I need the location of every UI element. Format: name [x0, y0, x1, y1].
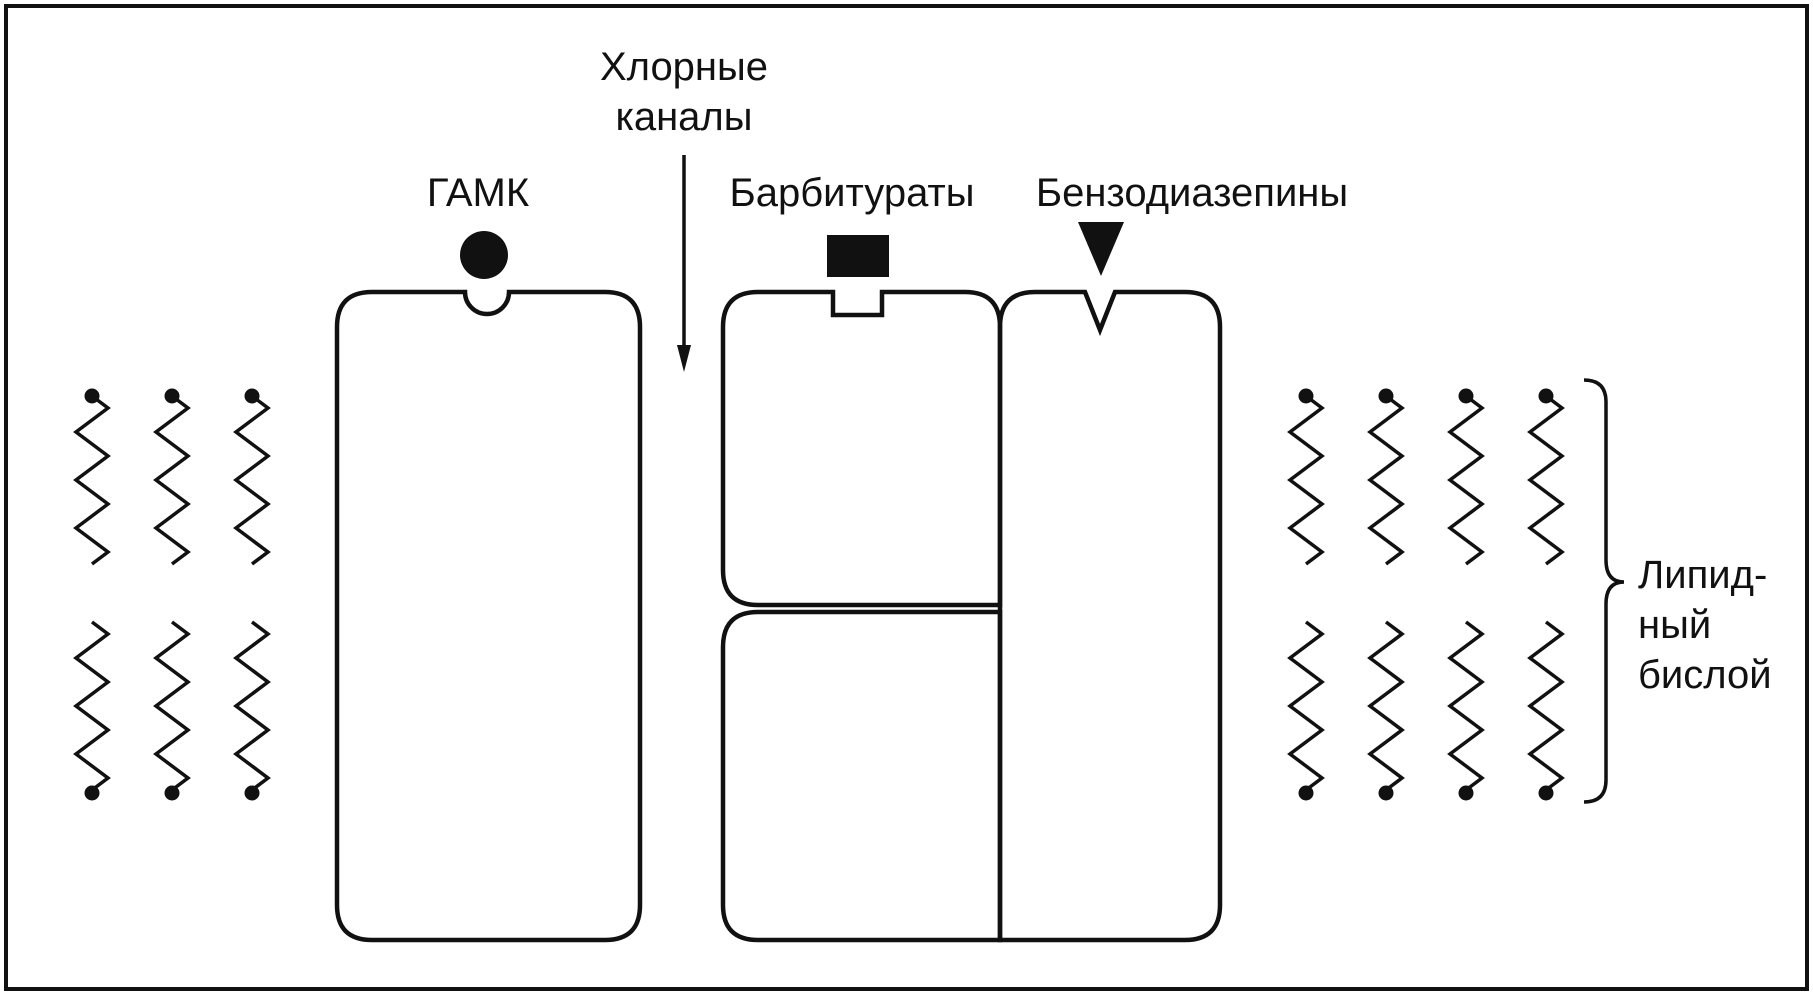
- lipid-tail: [153, 394, 191, 566]
- lipid-molecule: [1447, 388, 1485, 566]
- lipid-head: [84, 388, 100, 404]
- lipid-molecule: [1527, 388, 1565, 566]
- lipid-tail: [153, 620, 191, 792]
- lipid-head: [244, 388, 260, 404]
- receptor-subunit-benzodiazepine: [997, 289, 1223, 943]
- lipid-head: [1458, 785, 1474, 801]
- lipid-molecule: [73, 620, 111, 801]
- figure-frame: [4, 4, 1809, 991]
- gaba-label: ГАМК: [427, 171, 530, 215]
- lipid-tail: [233, 394, 271, 566]
- lipid-head: [1378, 388, 1394, 404]
- lipid-group-left: [73, 388, 271, 801]
- lipid-tail: [1367, 394, 1405, 566]
- benzodiazepine-ligand: [1078, 222, 1124, 276]
- lipid-head: [1298, 785, 1314, 801]
- lipid-head: [1538, 388, 1554, 404]
- lipid-tail: [1287, 394, 1325, 566]
- barbiturate-ligand: [827, 235, 889, 277]
- lipid-tail: [1447, 394, 1485, 566]
- lipid-bilayer-label-line2: ный: [1638, 603, 1711, 647]
- barbiturates-label: Барбитураты: [730, 171, 975, 215]
- lipid-molecule: [1527, 620, 1565, 801]
- lipid-head: [164, 785, 180, 801]
- lipid-head: [1298, 388, 1314, 404]
- chloride-channels-label-line2: каналы: [615, 95, 752, 139]
- receptor-subunit-bottom: [720, 609, 1003, 943]
- lipid-head: [1538, 785, 1554, 801]
- lipid-tail: [1287, 620, 1325, 792]
- lipid-bilayer-brace: [1583, 378, 1625, 804]
- lipid-head: [84, 785, 100, 801]
- lipid-molecule: [153, 388, 191, 566]
- lipid-tail: [233, 620, 271, 792]
- lipid-tail: [1527, 394, 1565, 566]
- lipid-molecule: [233, 620, 271, 801]
- lipid-bilayer-label-line1: Липид-: [1638, 553, 1767, 597]
- lipid-molecule: [1287, 388, 1325, 566]
- lipid-tail: [73, 394, 111, 566]
- lipid-tail: [1447, 620, 1485, 792]
- lipid-molecule: [73, 388, 111, 566]
- lipid-head: [244, 785, 260, 801]
- lipid-tail: [1367, 620, 1405, 792]
- lipid-tail: [73, 620, 111, 792]
- lipid-head: [1458, 388, 1474, 404]
- lipid-molecule: [1367, 388, 1405, 566]
- lipid-bilayer-label-line3: бислой: [1638, 653, 1772, 697]
- lipid-head: [1378, 785, 1394, 801]
- benzodiazepines-label: Бензодиазепины: [1036, 171, 1348, 215]
- lipid-group-right: [1287, 388, 1565, 801]
- lipid-molecule: [1447, 620, 1485, 801]
- lipid-molecule: [1287, 620, 1325, 801]
- chloride-channel-arrow-head: [677, 345, 691, 372]
- lipid-tail: [1527, 620, 1565, 792]
- lipid-molecule: [153, 620, 191, 801]
- gaba-ligand: [460, 231, 508, 279]
- lipid-molecule: [233, 388, 271, 566]
- chloride-channels-label-line1: Хлорные: [600, 45, 768, 89]
- lipid-head: [164, 388, 180, 404]
- receptor-subunit-barbiturate: [720, 289, 1003, 608]
- receptor-subunit-left: [334, 289, 643, 943]
- lipid-molecule: [1367, 620, 1405, 801]
